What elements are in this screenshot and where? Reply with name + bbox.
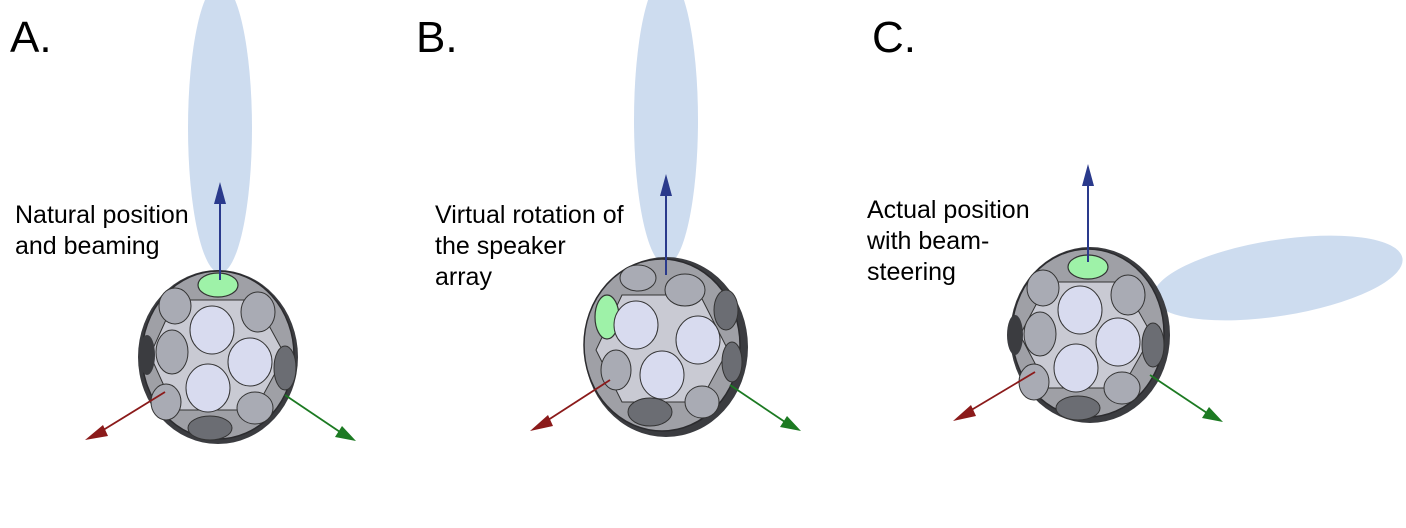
axis-y-arrow [1149,374,1223,422]
panel-a-caption: Natural position and beaming [15,201,189,260]
panel-a: A. Natural position and beaming [0,0,460,528]
axis-y-arrow [729,384,801,431]
axis-x-arrow [530,379,611,431]
panel-b: B. Virtual rotation of the speaker array [410,0,870,528]
axis-x-arrow [953,371,1036,421]
axis-up-arrow [214,182,226,280]
axis-up-arrow [1082,164,1094,262]
speaker-sphere [138,270,298,444]
panel-a-letter: A. [10,13,52,62]
panel-a-illustration [85,0,356,444]
panel-b-letter: B. [416,13,458,62]
beam-lobe [188,0,252,273]
axis-y-arrow [284,394,356,441]
panel-b-caption: Virtual rotation of the speaker array [435,201,624,291]
beam-lobe [1153,235,1403,321]
panel-c-illustration [953,164,1403,423]
speaker-sphere [583,257,748,437]
speaker-sphere [1007,247,1170,423]
panel-c: C. Actual position with beam- steering [860,0,1406,528]
axis-up-arrow [660,174,672,275]
panel-c-caption: Actual position with beam- steering [867,196,1030,286]
panel-c-letter: C. [872,13,916,62]
axis-x-arrow [85,391,166,440]
panel-b-illustration [530,0,801,437]
active-speaker [197,272,239,298]
beam-lobe [634,0,698,265]
